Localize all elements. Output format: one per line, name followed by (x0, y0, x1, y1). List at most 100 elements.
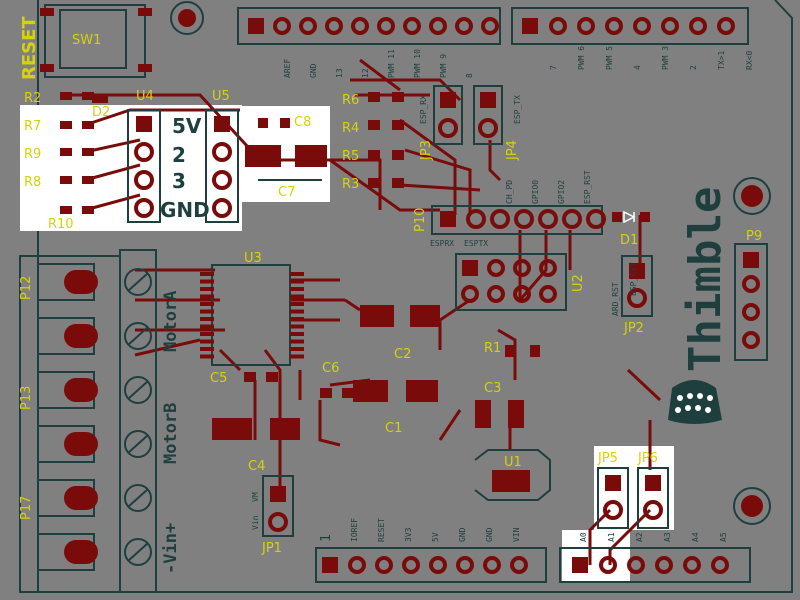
top-header-right-pin-label: RX<0 (745, 51, 754, 70)
top-header-right-pin-label: 2 (689, 65, 698, 70)
top-header-left-pad (377, 17, 395, 35)
jp3-label: JP3 (419, 140, 434, 161)
u3-pin (290, 317, 304, 321)
u3-pin (290, 302, 304, 306)
u3-pin (200, 302, 214, 306)
reset-switch (40, 4, 152, 78)
bottom-header-left-pin-label: IOREF (350, 518, 359, 542)
mount-hole-top (170, 1, 204, 35)
top-header-left-pin-label: 13 (335, 68, 344, 78)
u3-pin (200, 294, 214, 299)
ch-pd-label: CH_PD (505, 180, 514, 204)
top-header-left-pad (351, 17, 369, 35)
bottom-header-left-pin-label: VIN (512, 527, 521, 542)
u3-pin (290, 279, 304, 284)
bottom-header-left-pad (483, 556, 501, 574)
p10-label: P10 (413, 208, 428, 232)
r9-label: R9 (24, 147, 41, 162)
mount-hole-right-bottom (733, 487, 771, 525)
terminal-screw-icon (124, 484, 152, 512)
top-header-left-pad (403, 17, 421, 35)
u3-pin (200, 272, 214, 276)
r8-label: R8 (24, 175, 41, 190)
terminal-screw-icon (124, 268, 152, 296)
bottom-header-right-pin-label: A2 (635, 532, 644, 542)
u3-pin (290, 339, 304, 344)
c2-label: C2 (394, 347, 411, 362)
bottom-header-left-pad (402, 556, 420, 574)
p12-label: P12 (19, 276, 34, 300)
esptx-label: ESPTX (464, 239, 488, 248)
c1-label: C1 (385, 421, 402, 436)
jp1-label: JP1 (261, 541, 282, 556)
c3-label: C3 (484, 381, 501, 396)
u3-pin (290, 354, 304, 359)
bottom-header-left-pin-label: 3V3 (404, 527, 413, 542)
terminal-screw-slot (127, 488, 149, 508)
terminal-pad (64, 378, 98, 402)
u3-pin (200, 287, 214, 291)
thimble-logo-icon (668, 380, 722, 424)
top-header-left-pin-label: PWM 9 (439, 54, 448, 78)
top-header-right-pad (633, 17, 651, 35)
top-header-right-pin-label: 7 (549, 65, 558, 70)
bottom-header-left-pad (429, 556, 447, 574)
top-header-right-pad (717, 17, 735, 35)
highlight-a0-a1 (562, 530, 630, 582)
u3-pin (200, 317, 214, 321)
jp6-label: JP6 (637, 451, 658, 466)
p9-label: P9 (746, 229, 762, 244)
top-header-left-pad (273, 17, 291, 35)
bottom-header-left-pin-label: RESET (377, 518, 386, 542)
u3-pin (200, 339, 214, 344)
u3-pin (290, 324, 304, 329)
top-header-left-pin-label: GND (309, 63, 318, 78)
p10-header (431, 205, 606, 235)
r6-label: R6 (342, 93, 359, 108)
bottom-header-left (315, 547, 547, 583)
bottom-header-right-pad (683, 556, 701, 574)
c8-label: C8 (294, 115, 311, 130)
r3-label: R3 (342, 177, 359, 192)
u4-pin-gnd: GND (160, 198, 210, 222)
r7-label: R7 (24, 119, 41, 134)
u3-pin (200, 324, 214, 329)
terminal-screw-slot (127, 542, 149, 562)
bottom-header-right-pin-label: A3 (663, 532, 672, 542)
top-header-left-pad (481, 17, 499, 35)
u2-label: U2 (571, 274, 586, 292)
bottom-header-left-pin-label: 5V (431, 532, 440, 542)
bottom-header-left-pad (348, 556, 366, 574)
top-header-right-pad (605, 17, 623, 35)
u3-pin (290, 272, 304, 276)
top-header-right-pad (577, 17, 595, 35)
terminal-screw-slot (127, 434, 149, 454)
top-header-right-pad (661, 17, 679, 35)
bottom-header-right-pad (572, 557, 588, 573)
top-header-left-pad (429, 17, 447, 35)
u1-label: U1 (504, 455, 522, 470)
u3-pin (200, 332, 214, 336)
c6-label: C6 (322, 361, 339, 376)
c4-label: C4 (248, 459, 265, 474)
top-header-right-pin-label: TX>1 (717, 51, 726, 70)
bottom-header-right-pad (599, 556, 617, 574)
top-header-right-pad (549, 17, 567, 35)
p13-label: P13 (19, 386, 34, 410)
u3-chip (200, 264, 304, 366)
r4-label: R4 (342, 121, 359, 136)
thimble-logo-text: Thimble (680, 187, 731, 372)
resistor-pads-right (368, 92, 404, 188)
terminal-screw-slot (127, 272, 149, 292)
terminal-blocks (19, 249, 157, 593)
terminal-screw-icon (124, 322, 152, 350)
u4-pin-5v: 5V (172, 114, 202, 138)
bottom-header-left-pin-label: GND (485, 527, 494, 542)
motor-a-label: MotorA (161, 291, 181, 352)
u4-pin-3: 3 (172, 169, 186, 193)
u5-header (205, 109, 239, 223)
terminal-pad (64, 486, 98, 510)
esp-rx-label: ESP_RX (419, 95, 428, 124)
u3-pin (200, 347, 214, 351)
u3-label: U3 (244, 251, 262, 266)
